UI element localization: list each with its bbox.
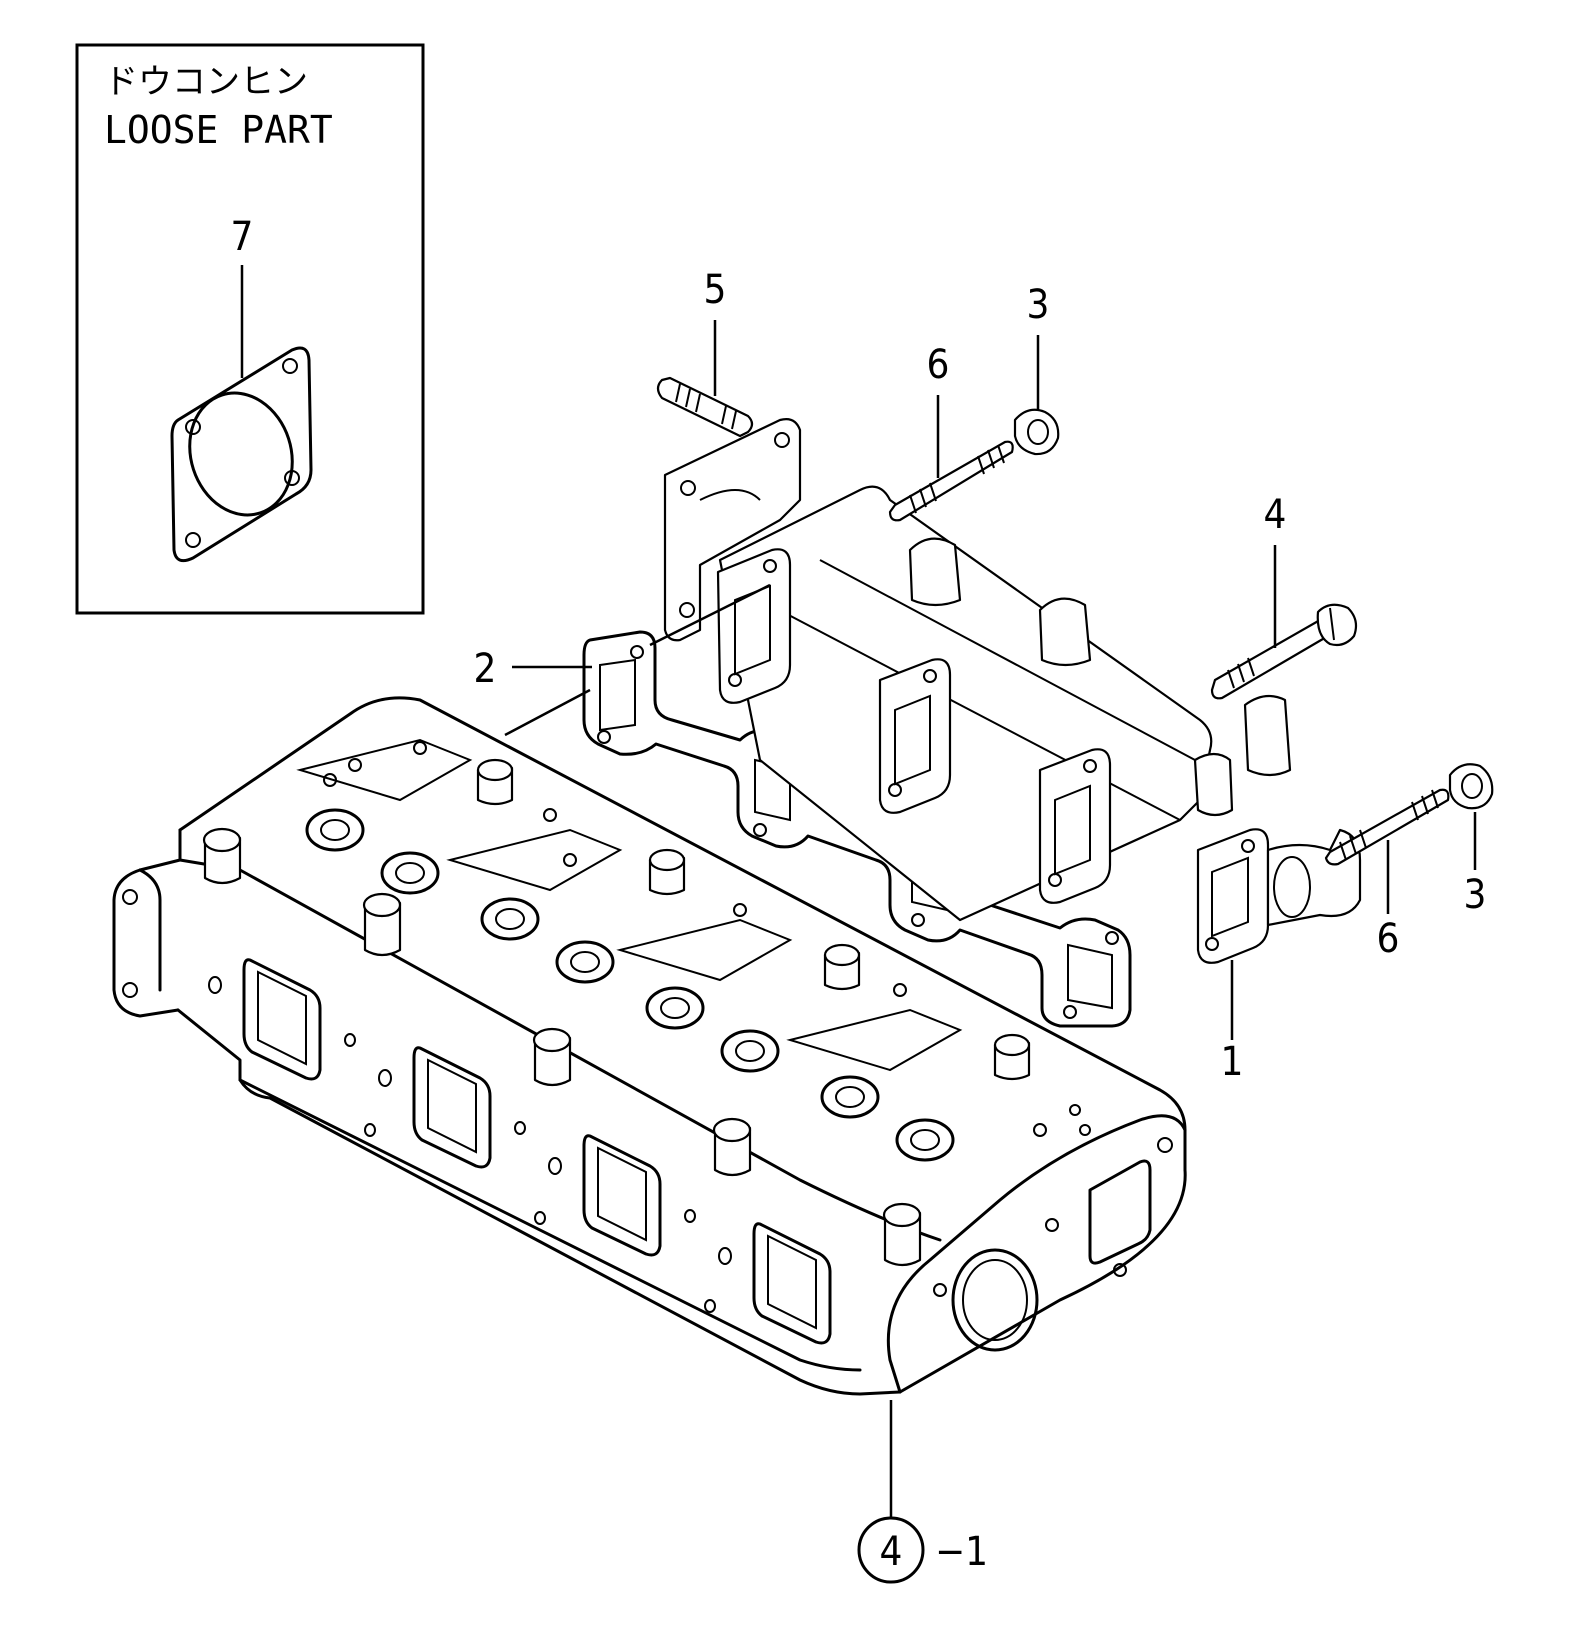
nut-part-3-top[interactable] bbox=[1013, 408, 1060, 456]
bolt-part-4[interactable] bbox=[1210, 603, 1358, 700]
stud-part-6-right[interactable] bbox=[1324, 788, 1450, 866]
gasket-part-7[interactable] bbox=[170, 346, 313, 563]
loose-part-box: ドウコンヒン LOOSE PART 7 bbox=[75, 43, 425, 615]
reference-suffix: −1 bbox=[935, 1529, 988, 1575]
callout-label-3-right: 3 bbox=[1464, 872, 1487, 918]
callout-label-5: 5 bbox=[704, 267, 727, 313]
callout-label-3-top: 3 bbox=[1027, 282, 1050, 328]
callout-label-1: 1 bbox=[1221, 1039, 1244, 1085]
callout-label-2: 2 bbox=[474, 646, 497, 692]
callout-6-right[interactable]: 6 bbox=[1377, 840, 1400, 962]
item-label-7[interactable]: 7 bbox=[231, 214, 254, 260]
callout-5[interactable]: 5 bbox=[704, 267, 727, 396]
callout-3-right[interactable]: 3 bbox=[1464, 812, 1487, 918]
head-ports bbox=[242, 958, 832, 1345]
callout-4[interactable]: 4 bbox=[1264, 492, 1287, 648]
callout-label-4: 4 bbox=[1264, 492, 1287, 538]
callout-2[interactable]: 2 bbox=[474, 583, 771, 737]
loose-part-title-jp: ドウコンヒン bbox=[104, 62, 308, 102]
stud-part-6-top[interactable] bbox=[888, 440, 1014, 522]
nut-part-3-right[interactable] bbox=[1448, 763, 1494, 810]
reference-callout[interactable]: 4 −1 bbox=[857, 1400, 988, 1584]
callout-3-top[interactable]: 3 bbox=[1027, 282, 1050, 410]
cylinder-head bbox=[112, 696, 1187, 1396]
callout-label-6-right: 6 bbox=[1377, 916, 1400, 962]
exhaust-manifold-part-1[interactable] bbox=[663, 418, 1362, 964]
head-end-bore bbox=[933, 1137, 1173, 1352]
callout-label-6-top: 6 bbox=[927, 342, 950, 388]
head-front-holes bbox=[208, 976, 732, 1313]
stud-part-5[interactable] bbox=[656, 376, 754, 438]
head-top-features bbox=[202, 738, 1091, 1267]
callout-1[interactable]: 1 bbox=[1221, 960, 1244, 1085]
reference-circle bbox=[857, 1516, 925, 1584]
reference-circled-number: 4 bbox=[880, 1529, 903, 1575]
loose-part-title-en: LOOSE PART bbox=[104, 108, 333, 152]
callout-6-top[interactable]: 6 bbox=[927, 342, 950, 478]
